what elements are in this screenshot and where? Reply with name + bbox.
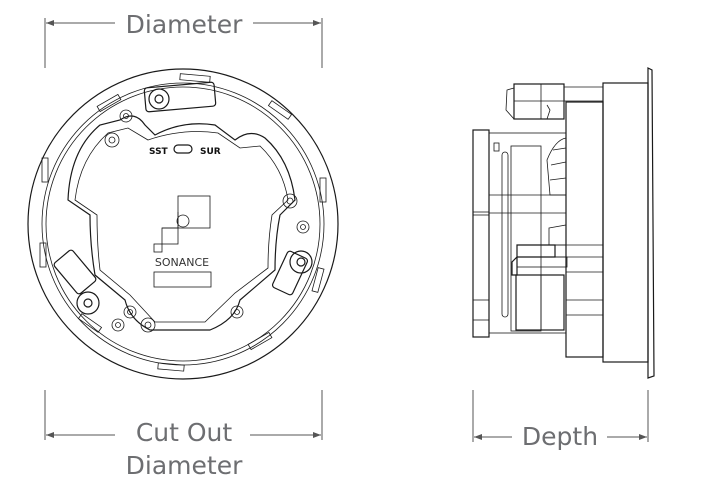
brand-label: SONANCE [155,256,209,269]
cutout-label-line1: Cut Out [136,418,233,447]
depth-dimension: Depth [472,390,649,451]
speaker-side-view [472,67,655,379]
sst-sur-switch[interactable] [173,144,193,154]
diameter-dimension: Diameter [44,10,323,68]
cutout-diameter-dimension: Cut Out Diameter [44,390,323,480]
label-plate [153,271,212,288]
switch-label-sur: SUR [200,147,221,157]
sonance-logo-mark [153,195,211,253]
switch-label-sst: SST [149,147,169,157]
speaker-front-view: SST SUR SONANCE [27,68,339,380]
cutout-label-line2: Diameter [126,451,243,480]
depth-label: Depth [522,422,598,451]
diameter-label: Diameter [126,10,243,39]
